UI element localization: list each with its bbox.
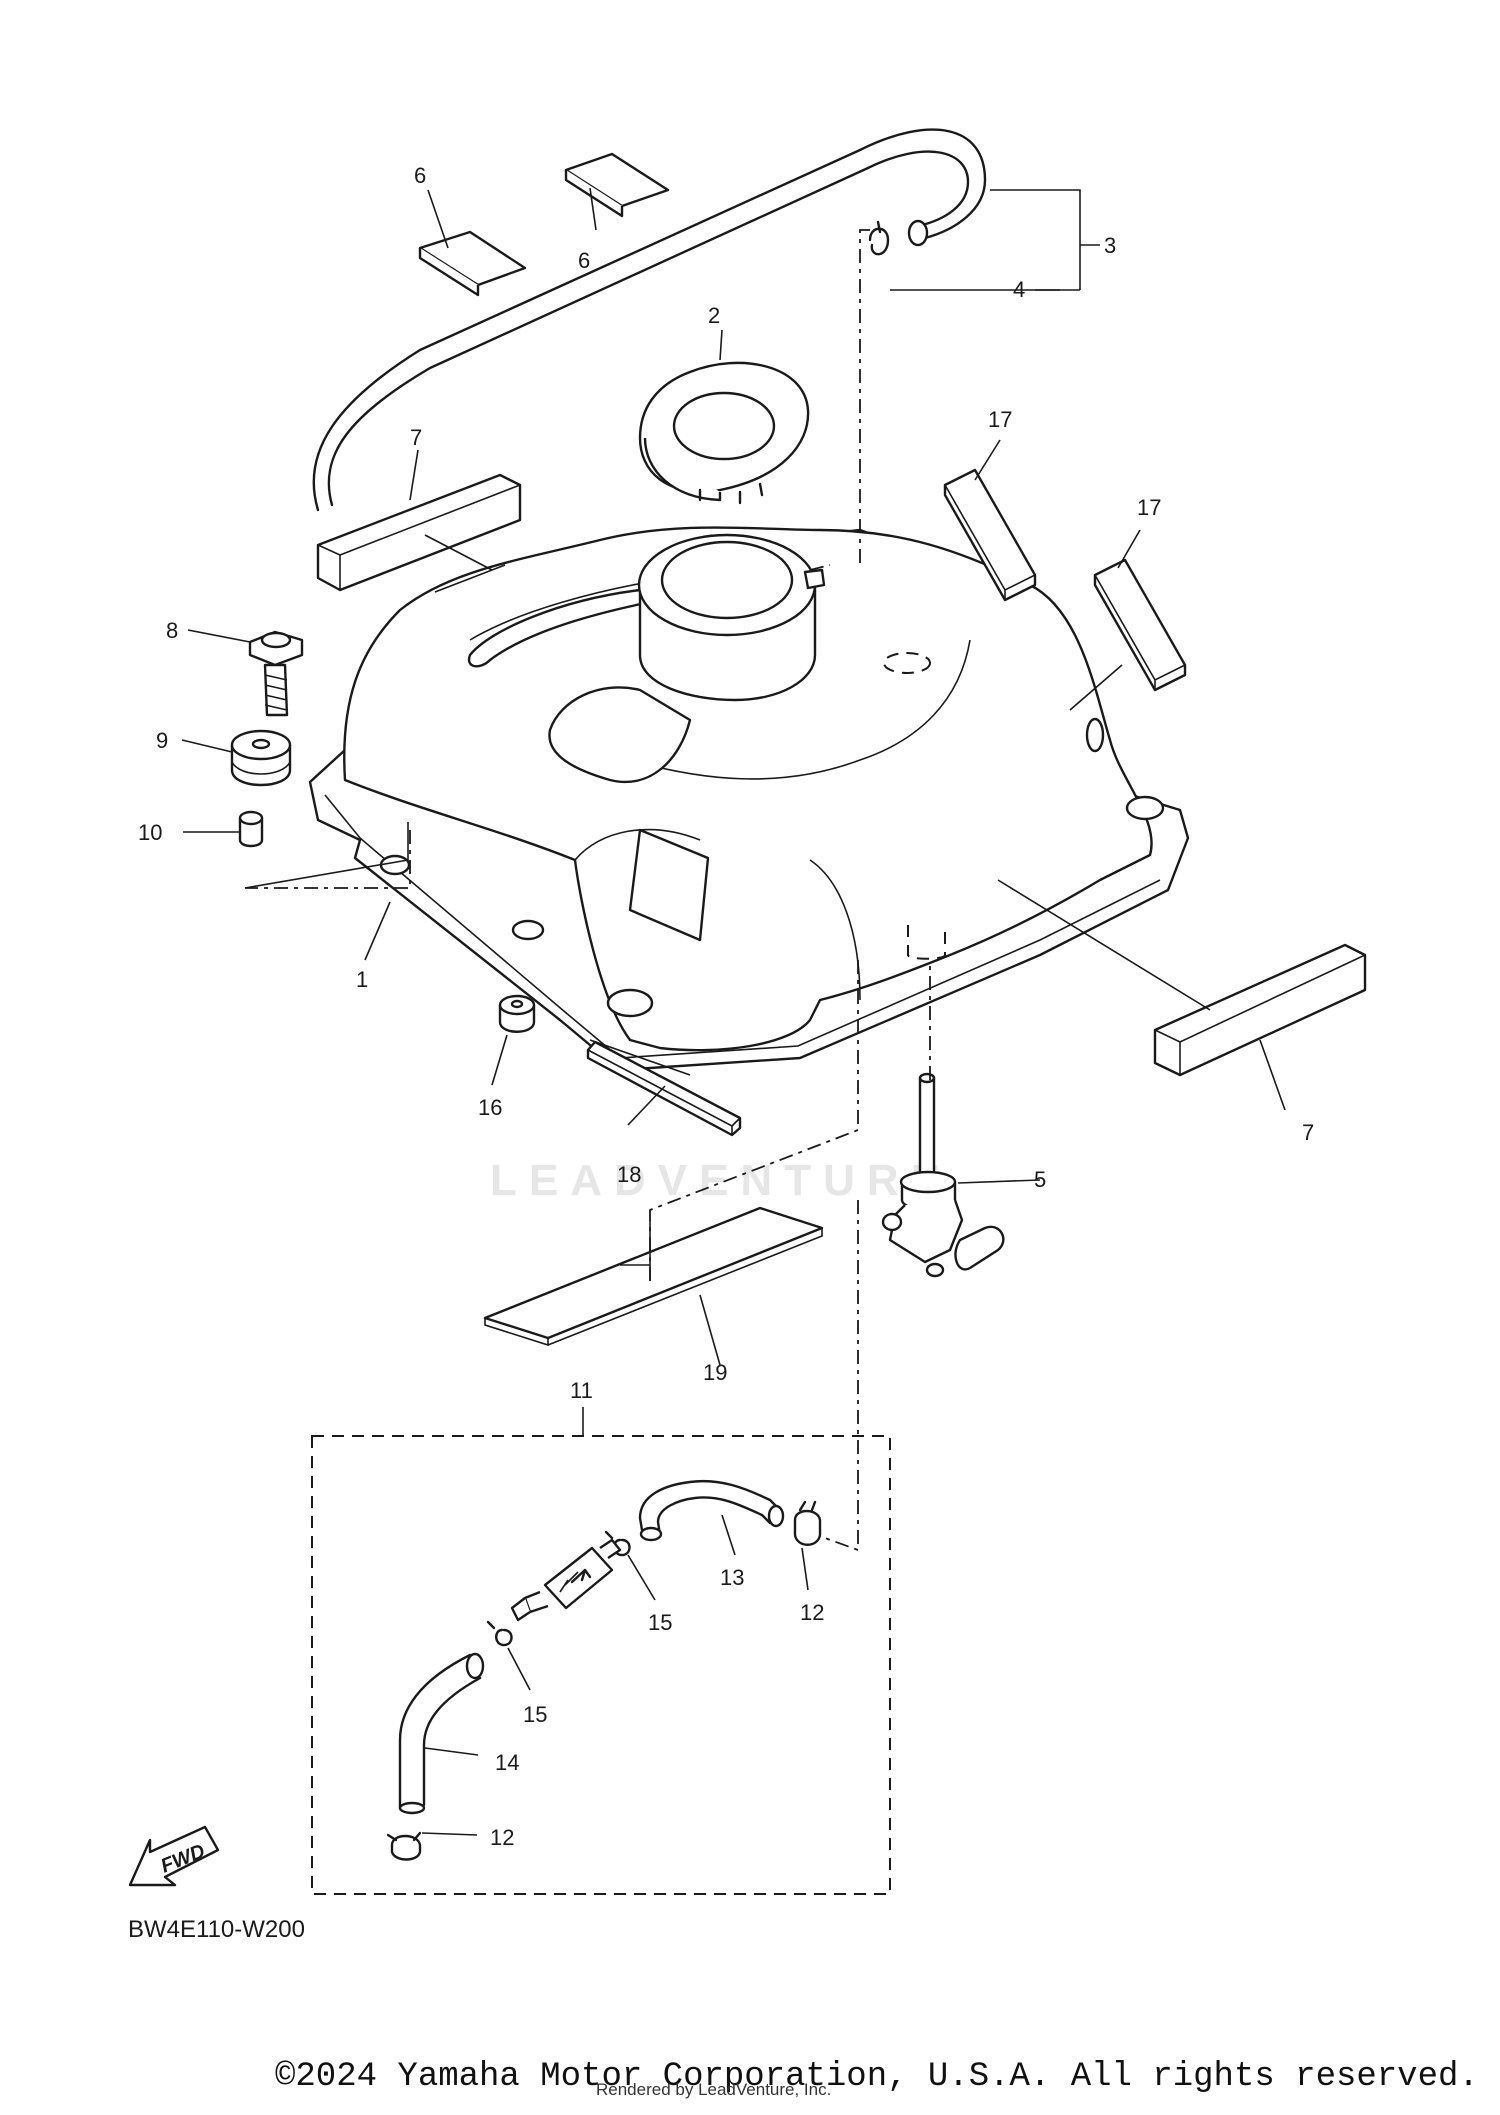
sponge-17 xyxy=(943,468,1187,692)
callout-17b: 17 xyxy=(1137,495,1161,520)
clip-4 xyxy=(868,220,890,256)
fuel-tank-1 xyxy=(308,526,1190,1072)
callout-12a: 12 xyxy=(800,1600,824,1625)
callout-13: 13 xyxy=(720,1565,744,1590)
callout-labels: 6 6 2 3 4 7 17 17 8 9 10 1 16 18 5 7 19 … xyxy=(128,163,1314,1943)
grommet-9 xyxy=(230,729,292,787)
bolt-8 xyxy=(248,630,304,717)
callout-6a: 6 xyxy=(414,163,426,188)
fuel-cap-2 xyxy=(638,361,810,505)
fwd-arrow-icon: FWD xyxy=(128,1825,220,1887)
breather-hose xyxy=(312,128,987,512)
callout-11: 11 xyxy=(570,1378,593,1403)
leader-lines xyxy=(181,187,1286,1836)
fuel-filter xyxy=(510,1538,622,1622)
clip-12-upper xyxy=(793,1500,822,1546)
callout-7b: 7 xyxy=(1302,1120,1314,1145)
sheet-19 xyxy=(483,1206,824,1347)
assembly-box-11 xyxy=(311,1435,891,1895)
callout-10: 10 xyxy=(138,820,162,845)
callout-18: 18 xyxy=(617,1162,641,1187)
copyright-notice: ©2024 Yamaha Motor Corporation, U.S.A. A… xyxy=(275,2058,1479,2096)
callout-9: 9 xyxy=(156,728,168,753)
clip-12-lower xyxy=(386,1831,422,1861)
callout-15b: 15 xyxy=(523,1702,547,1727)
watermark-text: LEADVENTURE xyxy=(490,1156,952,1205)
callout-12b: 12 xyxy=(490,1825,514,1850)
collar-10 xyxy=(238,810,264,848)
diagram-code: BW4E110-W200 xyxy=(128,1916,305,1943)
callout-6b: 6 xyxy=(578,248,590,273)
sponge-7 xyxy=(316,473,1367,1077)
rendered-by-notice: Rendered by LeadVenture, Inc. xyxy=(596,2080,832,2099)
callout-5: 5 xyxy=(1034,1167,1046,1192)
callout-1: 1 xyxy=(356,967,368,992)
callout-15a: 15 xyxy=(648,1610,672,1635)
damper-pads-6 xyxy=(418,152,670,297)
callout-7a: 7 xyxy=(410,425,422,450)
fuel-cock-5 xyxy=(881,1072,1005,1278)
callout-16: 16 xyxy=(478,1095,502,1120)
callout-3: 3 xyxy=(1104,233,1116,258)
grommet-16 xyxy=(498,994,536,1033)
callout-19: 19 xyxy=(703,1360,727,1385)
callout-2: 2 xyxy=(708,303,720,328)
callout-17a: 17 xyxy=(988,407,1012,432)
clip-15-lower xyxy=(486,1620,513,1647)
hose-13 xyxy=(638,1479,785,1542)
callout-8: 8 xyxy=(166,618,178,643)
callout-4: 4 xyxy=(1013,277,1025,302)
callout-14: 14 xyxy=(495,1750,519,1775)
hose-14 xyxy=(398,1652,485,1815)
